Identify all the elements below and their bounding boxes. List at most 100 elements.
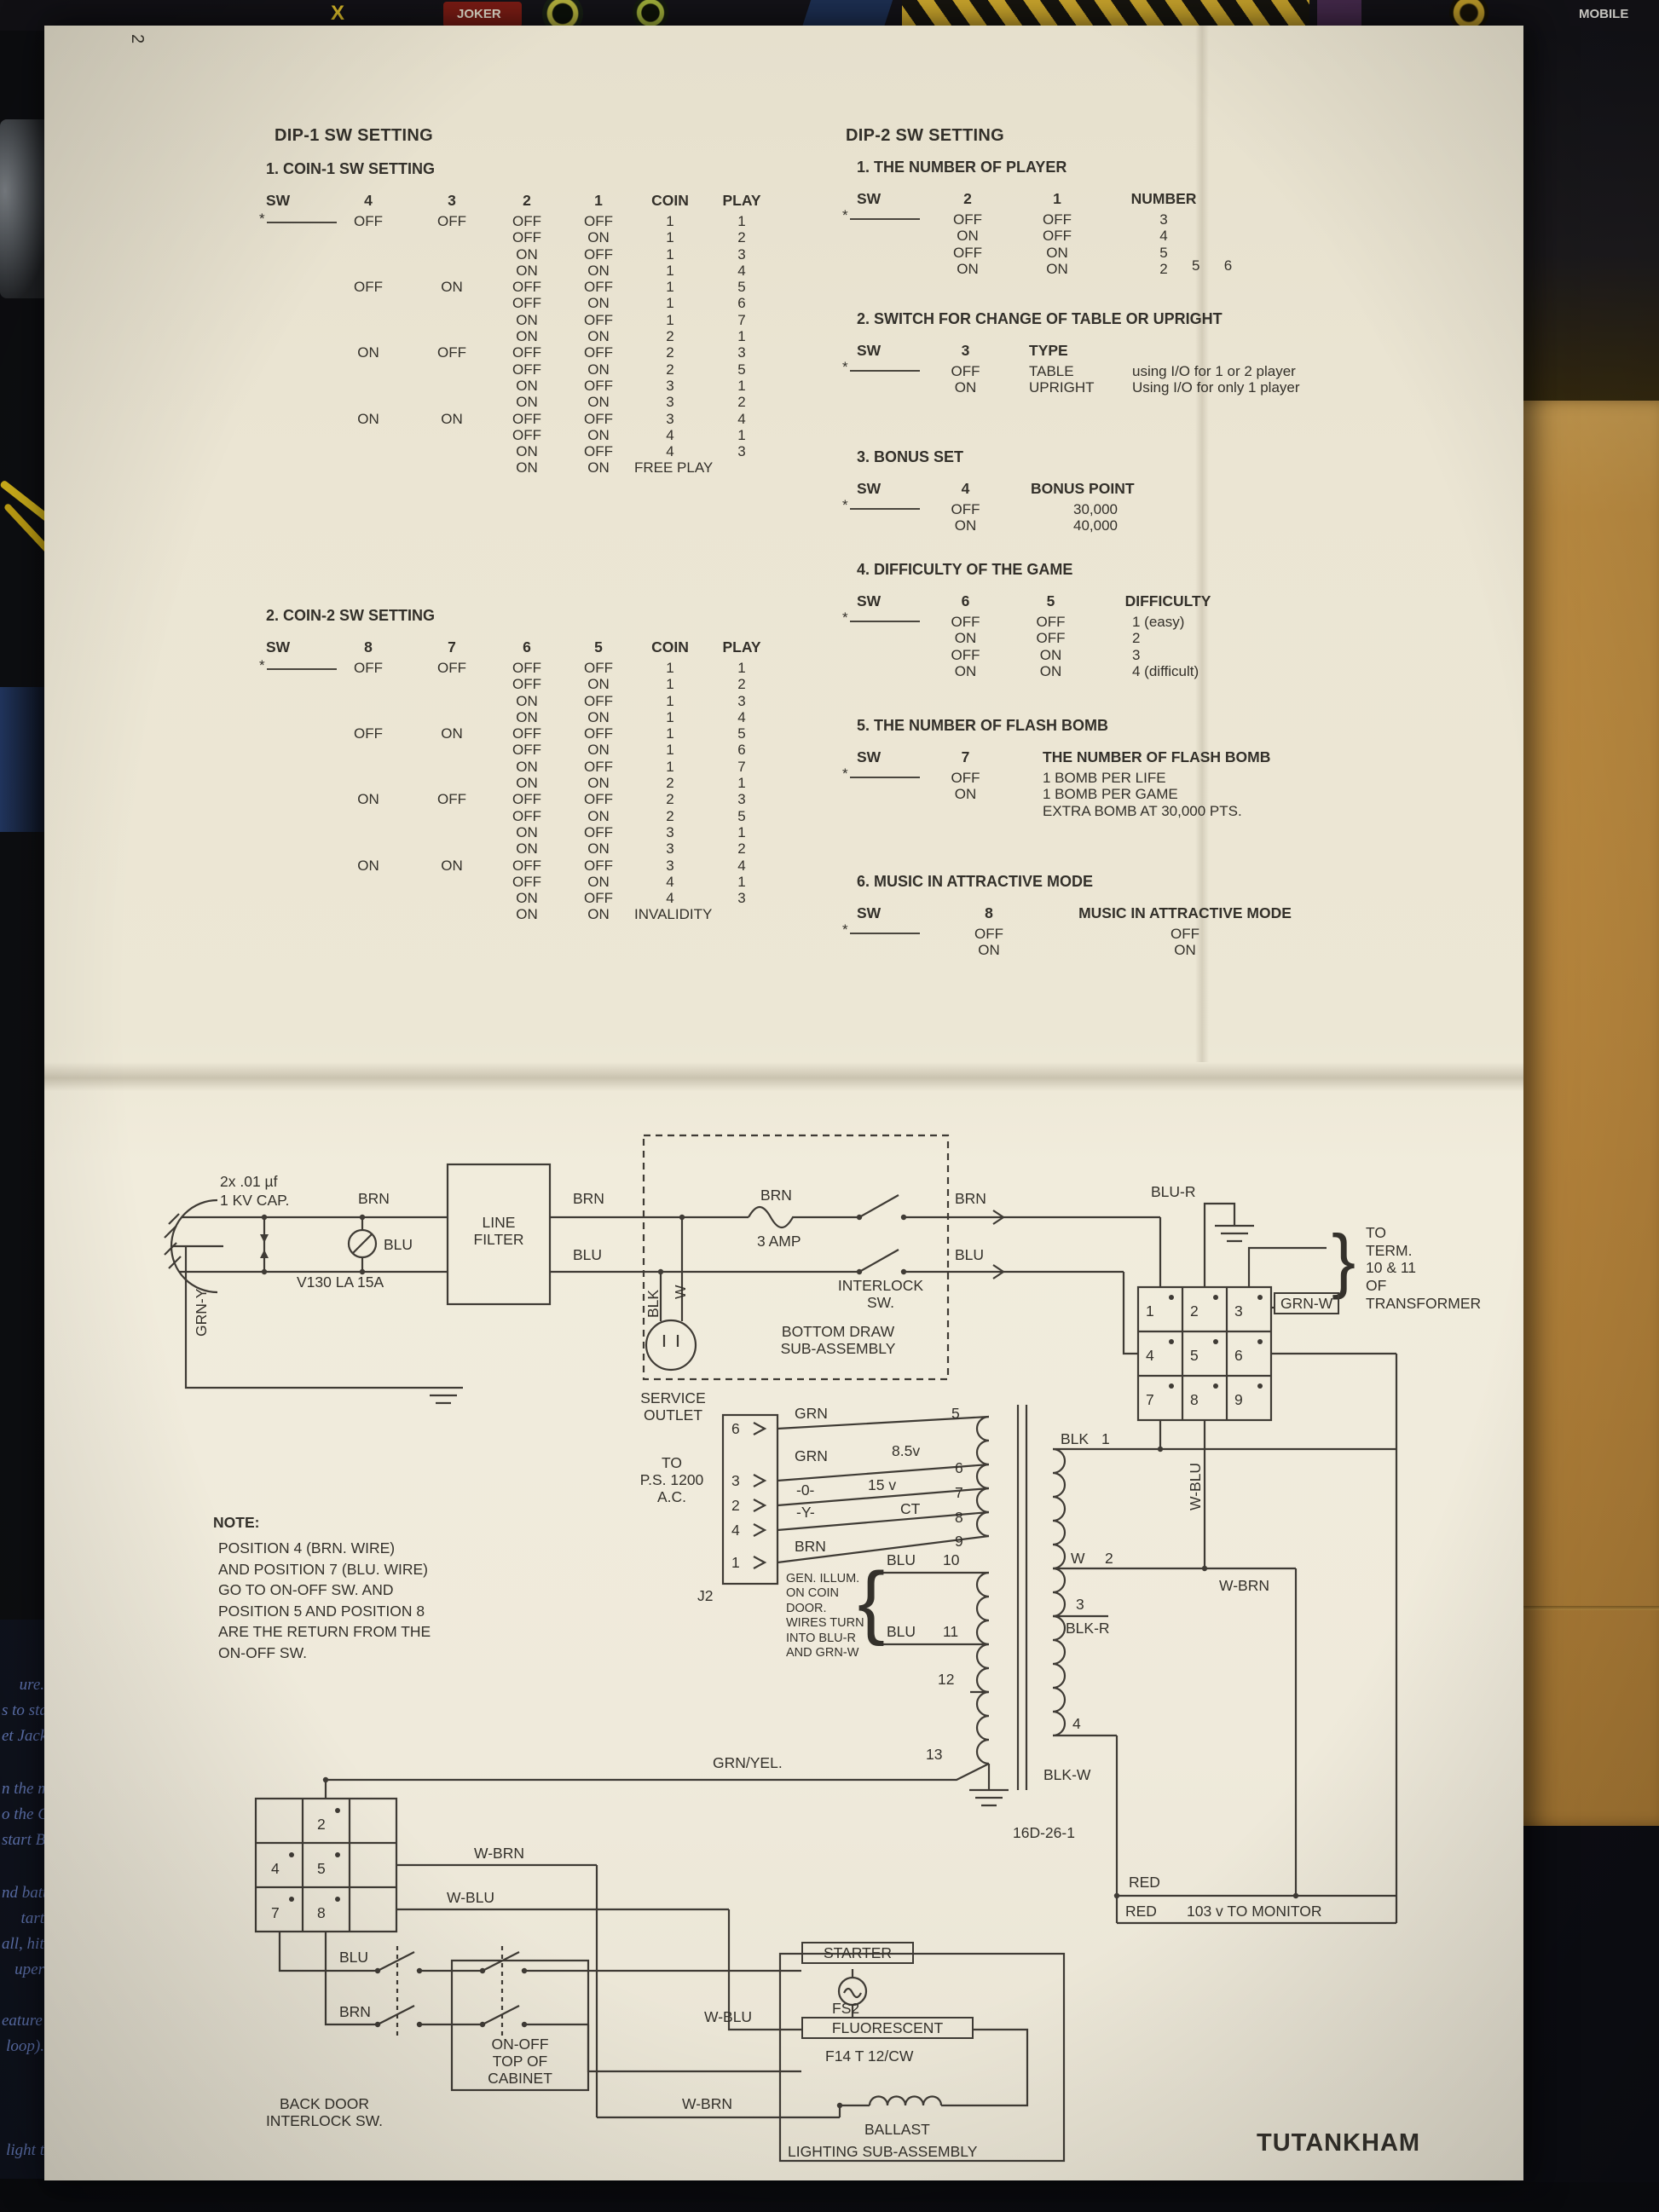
default-setting-star: * — [259, 657, 337, 674]
schematic-label: BLK — [1061, 1430, 1090, 1447]
connector-label: J2 — [697, 1587, 714, 1604]
bottom-draw-label: BOTTOM DRAW SUB-ASSEMBLY — [780, 1323, 896, 1358]
schematic-label: loop). — [6, 2037, 44, 2055]
table-row: OFF ON 2 5 — [512, 807, 746, 824]
table-row: OFF OFF OFF OFF 1 1 — [354, 660, 746, 676]
machine-glow — [0, 687, 47, 832]
manual-page — [44, 26, 1523, 2180]
table-row: OFF ON OFF OFF 1 5 — [354, 279, 746, 296]
wire-label-brn: BRN — [955, 1190, 986, 1207]
background-dark-area — [1499, 1824, 1659, 2182]
schematic-label: o the C — [2, 1805, 44, 1823]
table-row: ON ON 1 4 — [516, 262, 746, 279]
schematic-label: X — [331, 2, 345, 25]
table-row: ON OFF 3 1 — [516, 377, 746, 394]
table-row: OFF ON 4 1 — [512, 873, 746, 890]
hazard-stripes — [902, 0, 1309, 29]
schematic-label: W-BRN — [682, 2095, 732, 2112]
table-row: ON OFF OFF OFF 2 3 — [357, 344, 746, 361]
schematic-label: 11 — [943, 1623, 959, 1640]
brand-logo: TUTANKHAM — [1257, 2129, 1421, 2157]
stray-print: 5 6 — [1192, 257, 1233, 274]
table-row: ON ON OFF OFF 3 4 — [357, 410, 746, 427]
note-body: POSITION 4 (BRN. WIRE) AND POSITION 7 (B… — [218, 1539, 431, 1661]
table-row: ON OFF 1 3 — [516, 692, 746, 709]
schematic-label: W-BLU — [447, 1889, 495, 1906]
wire-label-blk: BLK — [645, 1289, 662, 1318]
table-row: OFF ON 1 6 — [512, 295, 746, 312]
schematic-label: BLK-W — [1043, 1766, 1091, 1783]
brace: { — [858, 1556, 886, 1647]
background-dark-area — [1499, 31, 1659, 402]
schematic-label: BRN — [795, 1538, 826, 1555]
table-row: EXTRA BOMB AT 30,000 PTS. — [1043, 802, 1242, 819]
table-row: ON OFF 4 3 — [516, 443, 746, 460]
background-page-edge — [0, 1620, 47, 2184]
schematic-label: 6 — [1234, 1347, 1243, 1364]
coin1-rows: OFF OFF OFF OFF 1 1 OFF ON 1 2 — [266, 213, 777, 476]
dip1-title: DIP-1 SW SETTING — [275, 126, 433, 145]
table-row: OFF ON OFF OFF 1 5 — [354, 725, 746, 742]
table-row: OFF ON 2 5 — [512, 361, 746, 378]
schematic-label: RED — [1125, 1903, 1157, 1920]
transformer-part-number: 16D-26-1 — [1013, 1824, 1075, 1841]
j2-pin: 1 — [731, 1554, 740, 1571]
schematic-label: 6 — [955, 1459, 963, 1476]
schematic-label: 2 — [1105, 1550, 1113, 1567]
schematic-label: 5 — [317, 1860, 326, 1877]
dip2-section-cabinet: 2. SWITCH FOR CHANGE OF TABLE OR UPRIGHT… — [842, 310, 1407, 396]
schematic-label: -Y- — [796, 1504, 815, 1521]
schematic-label: W-BRN — [1219, 1577, 1269, 1594]
schematic-label: 13 — [926, 1746, 943, 1763]
starter-part-label: FS2 — [832, 2000, 860, 2017]
schematic-label: eature s — [2, 2012, 44, 2030]
coin1-headers: SW 4 3 2 1 COIN PLAY — [266, 192, 761, 209]
schematic-label: 7 — [1146, 1391, 1154, 1408]
varistor-label: V130 LA 15A — [297, 1273, 384, 1291]
table-row: OFF ON 4 1 — [512, 426, 746, 443]
schematic-label: MOBILE — [1579, 7, 1629, 21]
wire-label-brn: BRN — [358, 1190, 390, 1207]
schematic-label: GRN — [795, 1447, 828, 1464]
default-setting-star: * — [842, 359, 920, 376]
monitor-voltage-note: 103 v TO MONITOR — [1187, 1903, 1322, 1920]
schematic-label: 8 — [955, 1509, 963, 1526]
schematic-label: 3 — [1234, 1302, 1243, 1320]
table-row: ON OFF 1 7 — [516, 758, 746, 775]
schematic-label: 4 — [1072, 1715, 1081, 1732]
schematic-label: BRN — [339, 2003, 371, 2020]
schematic-label: 8 — [1190, 1391, 1199, 1408]
default-setting-star: * — [842, 207, 920, 224]
fluorescent-label: FLUORESCENT — [801, 2017, 974, 2040]
default-setting-star: * — [842, 609, 920, 627]
back-door-interlock-label: BACK DOOR INTERLOCK SW. — [265, 2095, 384, 2130]
wire-label-grn-w: GRN-W — [1274, 1292, 1340, 1315]
tube-part-label: F14 T 12/CW — [825, 2047, 914, 2065]
schematic-label: all, hit t — [2, 1935, 44, 1953]
fuse-label: 3 AMP — [757, 1233, 801, 1250]
gen-illum-note: GEN. ILLUM. ON COIN DOOR. WIRES TURN INT… — [786, 1572, 864, 1660]
default-setting-star: * — [842, 921, 920, 939]
brace: } — [1332, 1220, 1356, 1300]
j2-pin: 4 — [731, 1522, 740, 1539]
on-off-sw-label: ON-OFF TOP OF CABINET — [488, 2036, 552, 2088]
line-filter-label: LINE FILTER — [473, 1214, 524, 1249]
dip2-title: DIP-2 SW SETTING — [846, 126, 1004, 145]
table-row: ON ON 2 1 — [516, 328, 746, 345]
background-dark-area — [0, 2179, 1659, 2212]
j2-pin: 3 — [731, 1472, 740, 1489]
default-setting-star: * — [259, 211, 337, 228]
coin2-headers: SW 8 7 6 5 COIN PLAY — [266, 638, 761, 656]
schematic-label: light t — [6, 2141, 44, 2159]
coin2-title: 2. COIN-2 SW SETTING — [266, 607, 436, 624]
ballast-label: BALLAST — [864, 2121, 930, 2138]
table-row: ON OFF 4 3 — [516, 890, 746, 907]
